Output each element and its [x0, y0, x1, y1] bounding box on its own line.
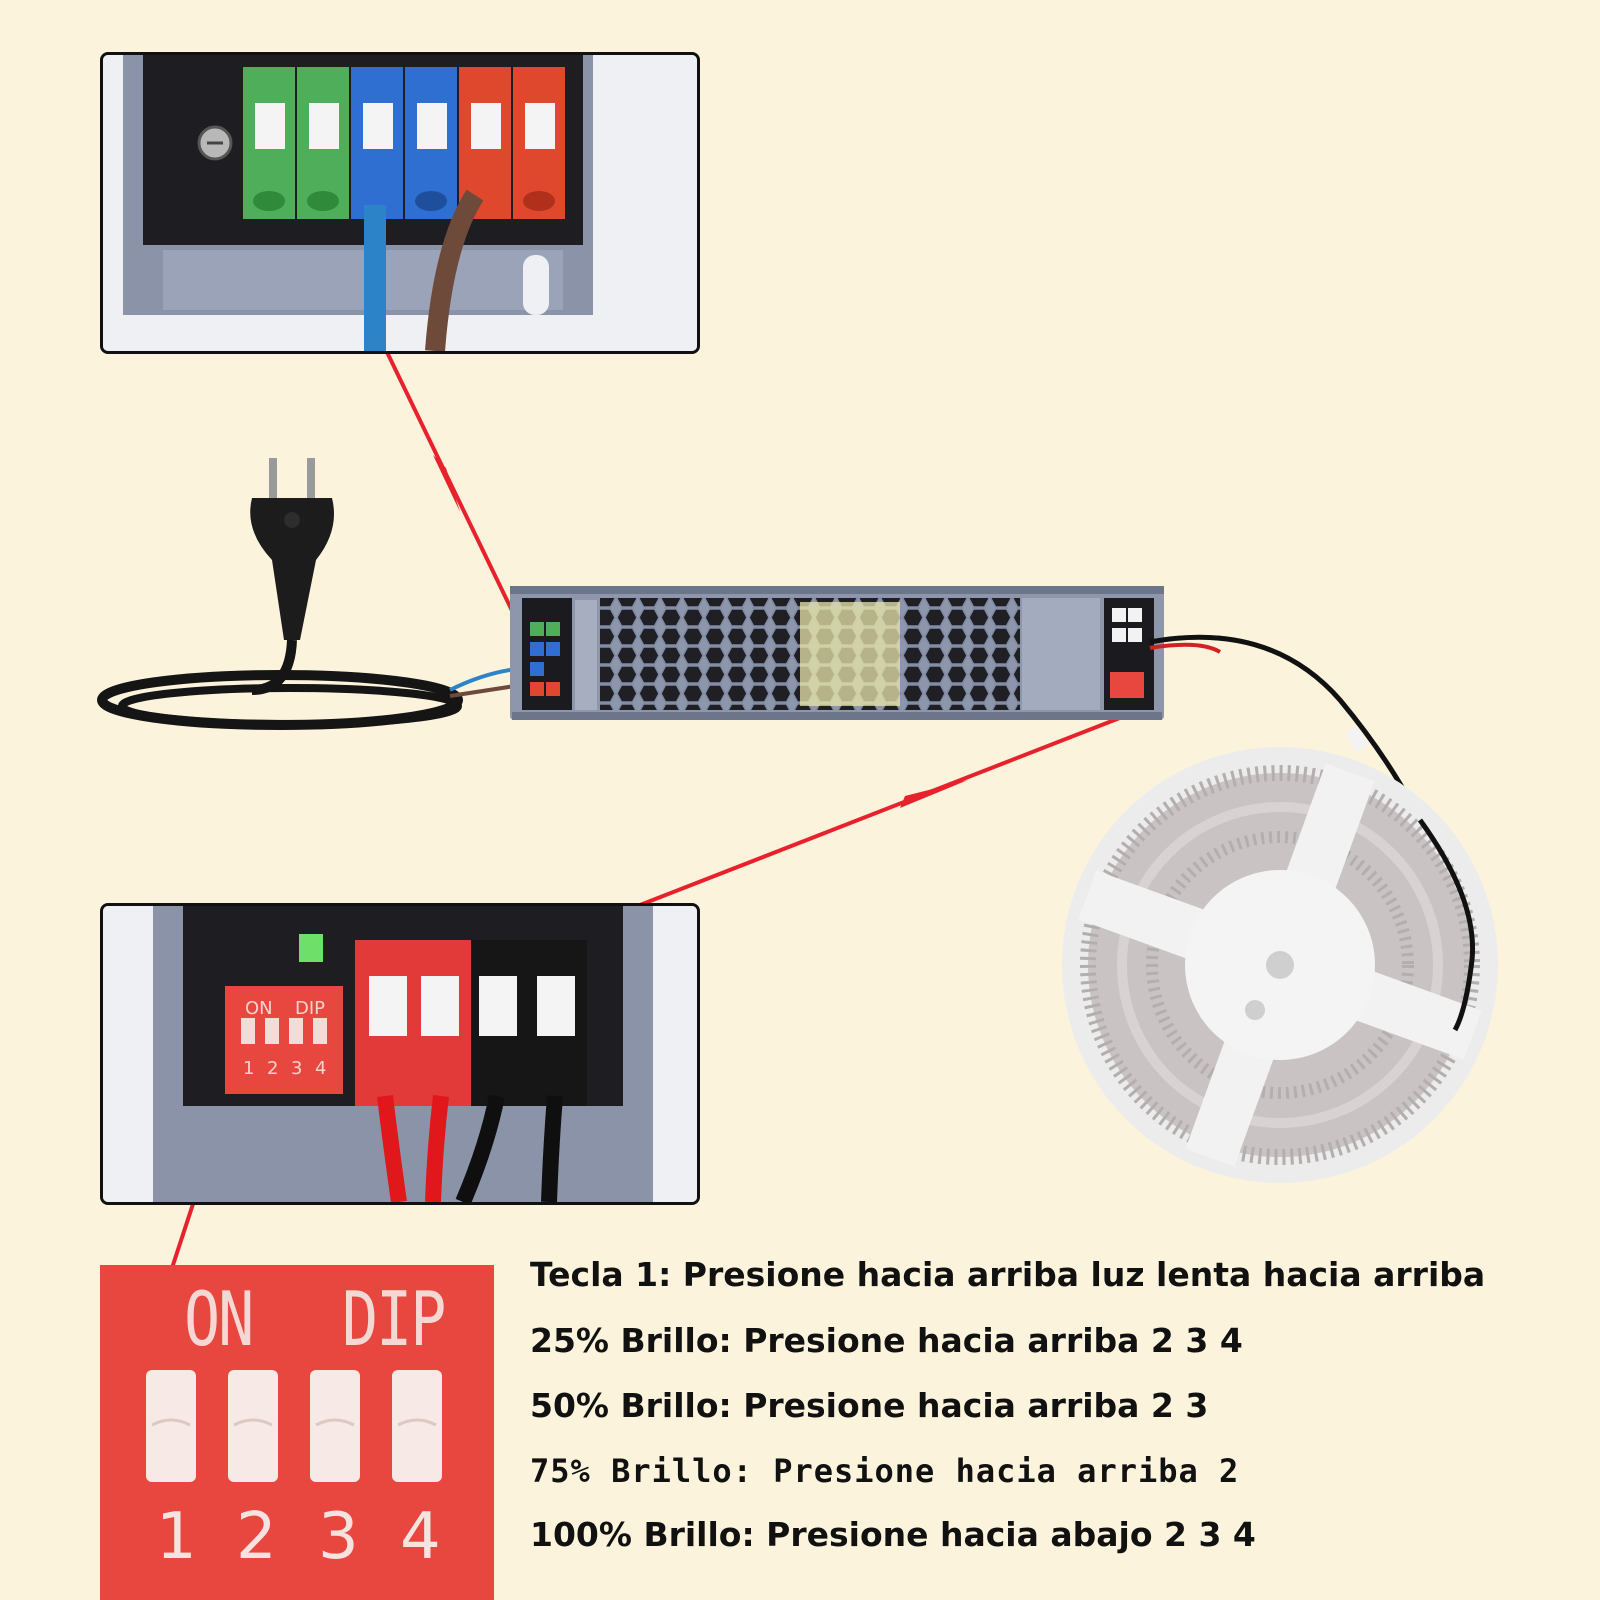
terminal-green-1 — [243, 67, 295, 219]
terminal-blue-2 — [405, 67, 457, 219]
instruction-100-percent: 100% Brillo: Presione hacia abajo 2 3 4 — [530, 1515, 1256, 1554]
small-dip-dip-label: DIP — [295, 998, 326, 1019]
instruction-25-percent: 25% Brillo: Presione hacia arriba 2 3 4 — [530, 1321, 1243, 1360]
ac-terminal-closeup — [100, 52, 700, 354]
instruction-50-percent: 50% Brillo: Presione hacia arriba 2 3 — [530, 1386, 1209, 1425]
instruction-tecla-1: Tecla 1: Presione hacia arriba luz lenta… — [530, 1255, 1486, 1294]
dip-number-3: 3 — [318, 1500, 359, 1574]
dip-switch-zoom: ON DIP 1 2 3 4 — [100, 1265, 494, 1600]
dip-number-2: 2 — [236, 1500, 277, 1574]
dip-on-label: ON — [184, 1276, 254, 1364]
small-dip-num-4: 4 — [315, 1058, 327, 1079]
dip-switch-levers — [146, 1370, 442, 1482]
terminal-blue-1 — [351, 67, 403, 219]
dip-dip-label: DIP — [342, 1276, 446, 1364]
terminal-green-2 — [297, 67, 349, 219]
small-dip-num-1: 1 — [243, 1058, 255, 1079]
instruction-75-percent: 75% Brillo: Presione hacia arriba 2 — [530, 1452, 1240, 1490]
dip-number-1: 1 — [156, 1500, 197, 1574]
dip-terminal-closeup: ON DIP 1 2 3 4 — [100, 903, 700, 1205]
small-dip-num-2: 2 — [267, 1058, 279, 1079]
small-dip-on-label: ON — [245, 998, 273, 1019]
small-dip-num-3: 3 — [291, 1058, 303, 1079]
terminal-red-1 — [459, 67, 511, 219]
terminal-red-2 — [513, 67, 565, 219]
dip-number-4: 4 — [400, 1500, 441, 1574]
